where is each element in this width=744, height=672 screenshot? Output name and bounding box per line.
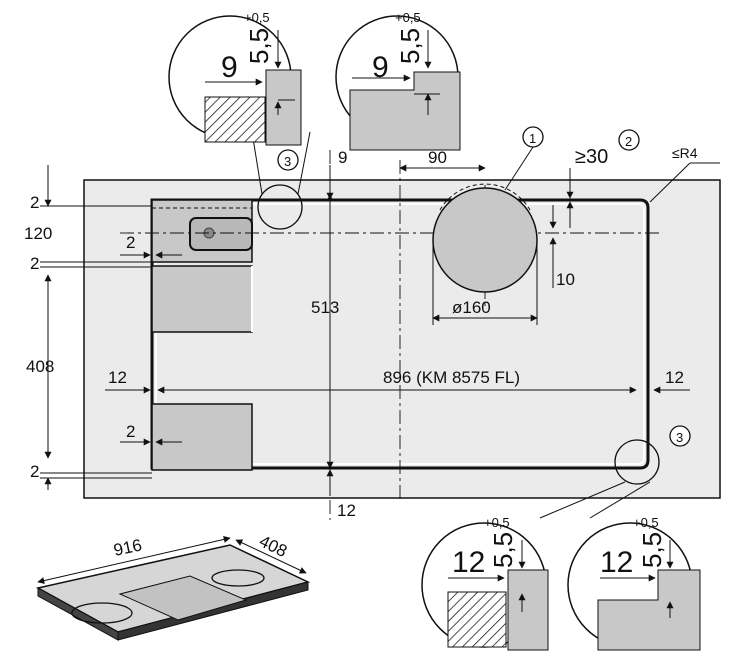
dimension-lines [40,162,720,495]
detail-br-12: 12 [600,546,633,579]
detail-marker-bottom [614,439,660,485]
detail-bottom-right [567,522,701,651]
label-2-a: 2 [30,193,39,212]
label-120: 120 [24,224,52,243]
label-513: 513 [311,298,339,317]
label-9-top: 9 [338,148,347,167]
callout-3-a: 3 [284,154,291,169]
label-12-right: 12 [665,368,684,387]
detail-top-right [335,15,461,151]
detail-tl-55: 5,5 [244,28,274,64]
label-12-left: 12 [108,368,127,387]
callouts [277,126,691,447]
dimension-text: 9 90 1 2 ≥30 ≤R4 2 120 2 2 513 10 ø160 4… [24,131,698,561]
label-408-left: 408 [26,357,54,376]
cabinet-blocks [151,199,253,471]
label-12-bottom: 12 [337,501,356,520]
label-160: ø160 [452,298,491,317]
detail-br-tol: +0,5 [633,515,659,530]
label-916: 916 [112,535,144,559]
callout-2: 2 [625,134,632,149]
detail-tr-9: 9 [372,51,389,84]
detail-tl-9: 9 [221,51,238,84]
cutout-outline [150,198,650,470]
callout-3-b: 3 [676,430,683,445]
detail-tl-tol: +0,5 [244,10,270,25]
label-408-iso: 408 [256,532,290,562]
label-2-b: 2 [126,233,135,252]
detail-bl-tol: +0,5 [484,515,510,530]
detail-marker-top [257,184,303,230]
detail-bl-12: 12 [452,546,485,579]
detail-bottom-left [421,522,549,651]
label-2-d: 2 [126,422,135,441]
detail-br-55: 5,5 [637,532,667,568]
detail-bl-55: 5,5 [488,532,518,568]
hob-isometric [35,535,311,641]
label-10: 10 [556,270,575,289]
label-2-e: 2 [30,462,39,481]
label-r4: ≤R4 [672,145,698,161]
cutout-inner [155,203,645,465]
cooking-zone [432,187,538,293]
detail-tr-tol: +0,5 [395,10,421,25]
detail-tr-55: 5,5 [395,28,425,64]
label-ge30: ≥30 [575,146,608,168]
detail-text: 9 +0,5 5,5 9 +0,5 5,5 12 +0,5 5,5 12 +0,… [221,10,667,579]
label-896: 896 (KM 8575 FL) [383,368,520,387]
callout-1: 1 [529,131,536,146]
label-2-c: 2 [30,254,39,273]
detail-top-left [168,15,302,146]
label-90: 90 [428,148,447,167]
